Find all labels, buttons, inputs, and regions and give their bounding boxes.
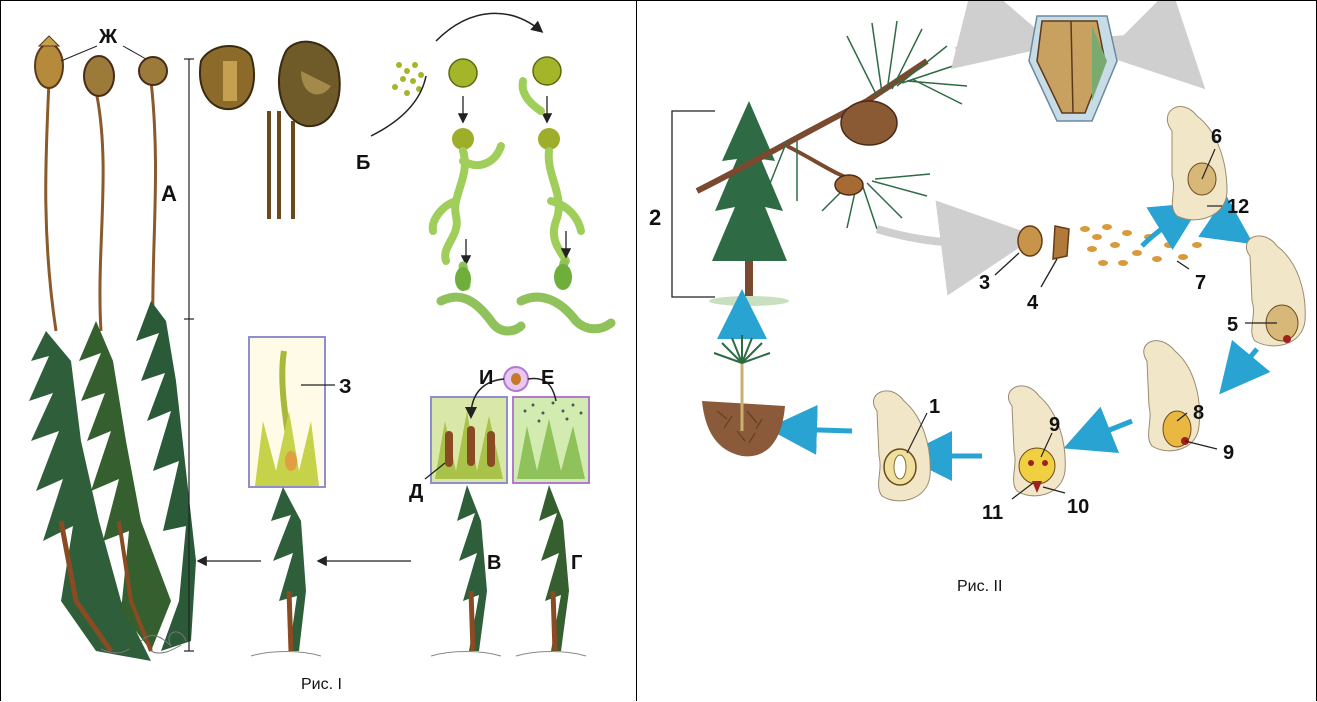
- middle-moss-plant: [271, 487, 306, 651]
- gray-arrow-to-cone-section: [957, 34, 1017, 51]
- male-moss-plant-v: [457, 485, 487, 651]
- gray-arrow-to-ovule: [1107, 39, 1177, 61]
- label-11: 11: [982, 502, 1003, 524]
- label-i: И: [479, 367, 493, 389]
- label-g: Г: [571, 552, 582, 574]
- spore-cloud: [392, 62, 424, 96]
- spore-curve-arrow: [371, 76, 426, 136]
- male-cone-3: [1018, 226, 1042, 256]
- label-10: 10: [1067, 496, 1089, 518]
- male-cone-4: [1053, 226, 1069, 259]
- sporophyte-stalks: [46, 81, 156, 331]
- label-zh: Ж: [98, 26, 118, 48]
- gray-arrow-to-male: [877, 229, 997, 243]
- female-cone-large: [841, 101, 897, 145]
- cone-section: [1029, 16, 1117, 121]
- ovule-stage-6: [1167, 107, 1227, 220]
- label-v: В: [487, 552, 501, 574]
- pointer-3: [995, 253, 1019, 275]
- label-8: 8: [1193, 402, 1204, 424]
- label-5: 5: [1227, 314, 1238, 336]
- leafy-gametophytes: [29, 301, 196, 661]
- pointer-7: [1177, 261, 1189, 269]
- label-12: 12: [1227, 196, 1249, 218]
- label-z: З: [339, 376, 352, 398]
- ground-roots: [251, 652, 586, 657]
- label-e: Е: [541, 367, 554, 389]
- bracket-2: [672, 111, 715, 297]
- zh-pointer-right: [123, 46, 146, 59]
- moss-diagram: Ж А Б З И Е Д В Г Рис. I: [1, 1, 638, 702]
- label-a: А: [161, 181, 177, 206]
- label-9-left: 9: [1049, 414, 1060, 436]
- label-4: 4: [1027, 292, 1039, 314]
- figure-two-caption: Рис. II: [957, 578, 1002, 595]
- seed-stage-1: [873, 391, 930, 501]
- pointer-4: [1041, 259, 1057, 287]
- moss-life-cycle-panel: Ж А Б З И Е Д В Г Рис. I: [0, 0, 637, 701]
- pine-diagram: 2 3 4 7 6 12 5 8 9 9 10 11 1 Рис. II: [637, 1, 1317, 702]
- blue-arrow-ovule-6-to-5: [1212, 216, 1237, 233]
- blue-arrow-5-to-8: [1232, 349, 1257, 379]
- label-2: 2: [649, 205, 661, 230]
- figure-one-caption: Рис. I: [301, 676, 342, 693]
- ovule-stage-10-11: [1008, 386, 1065, 496]
- pointer-9b: [1185, 441, 1217, 449]
- ovule-stage-5: [1246, 236, 1305, 346]
- ovule-stage-8-9: [1144, 341, 1200, 451]
- blue-arrow-1-to-seedling: [787, 429, 852, 431]
- protonema: [433, 81, 581, 261]
- germinating-spores: [449, 57, 561, 150]
- label-1: 1: [929, 396, 940, 418]
- seedling: [702, 335, 785, 456]
- label-3: 3: [979, 272, 990, 294]
- bud-tips: [455, 264, 572, 291]
- blue-arrow-8-to-9: [1082, 421, 1132, 441]
- label-b: Б: [356, 152, 370, 174]
- label-6: 6: [1211, 126, 1222, 148]
- blue-arrow-pollen-to-ovule: [1142, 213, 1185, 246]
- opened-capsules: [200, 42, 340, 219]
- label-d: Д: [409, 481, 423, 503]
- pine-tree: [709, 101, 789, 306]
- spore-to-spore-arrow: [436, 13, 541, 41]
- label-7: 7: [1195, 272, 1206, 294]
- pine-life-cycle-panel: 2 3 4 7 6 12 5 8 9 9 10 11 1 Рис. II: [637, 0, 1317, 701]
- label-9-right: 9: [1223, 442, 1234, 464]
- female-moss-plant-g: [539, 485, 569, 651]
- female-cone-small: [835, 175, 863, 195]
- sperm-cell: [511, 373, 521, 385]
